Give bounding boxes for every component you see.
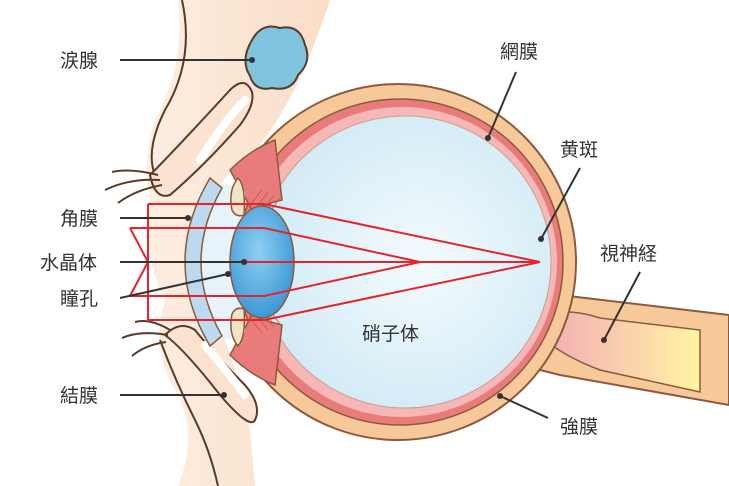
- label-sclera: 強膜: [560, 416, 598, 438]
- label-pupil: 瞳孔: [60, 288, 98, 310]
- label-macula: 黄斑: [560, 139, 598, 161]
- dot-lens: [241, 259, 247, 265]
- lower-eyelashes: [121, 320, 171, 357]
- dot-sclera: [497, 393, 503, 399]
- label-vitreous-body: 硝子体: [362, 323, 419, 345]
- light-rays: [120, 203, 541, 321]
- dot-pupil: [225, 271, 231, 277]
- lower-face-line: [159, 339, 219, 486]
- lacrimal-gland: [244, 25, 309, 90]
- upper-eyelid: [148, 82, 254, 197]
- leader-sclera: [499, 395, 549, 419]
- face-profile-line: [150, 0, 187, 176]
- dot-conjunctiva: [221, 392, 227, 398]
- dot-cornea: [185, 215, 191, 221]
- dot-lacrimal-gland: [249, 57, 255, 63]
- leader-optic-nerve: [603, 271, 641, 341]
- zonular-fibers-lower: [249, 308, 281, 334]
- label-lacrimal-gland: 涙腺: [60, 49, 98, 72]
- face-skin: [146, 0, 330, 486]
- leader-macula: [540, 167, 581, 240]
- leader-pupil: [119, 273, 229, 299]
- label-conjunctiva: 結膜: [60, 385, 98, 407]
- upper-eyelashes: [104, 169, 163, 204]
- zonular-fibers-upper: [249, 189, 281, 215]
- leader-retina: [487, 71, 517, 139]
- iris-upper: [230, 176, 246, 217]
- label-optic-nerve: 視神経: [600, 243, 657, 265]
- label-retina: 網膜: [500, 41, 538, 63]
- label-cornea: 角膜: [60, 208, 98, 230]
- lower-eyelid: [163, 325, 258, 424]
- lower-eyelid-conjunctiva: [201, 341, 249, 399]
- dot-retina: [485, 135, 491, 141]
- iris-lower: [230, 307, 246, 348]
- dot-optic-nerve: [601, 337, 607, 343]
- upper-eyelid-conjunctiva: [196, 96, 249, 164]
- label-lens: 水晶体: [40, 252, 97, 274]
